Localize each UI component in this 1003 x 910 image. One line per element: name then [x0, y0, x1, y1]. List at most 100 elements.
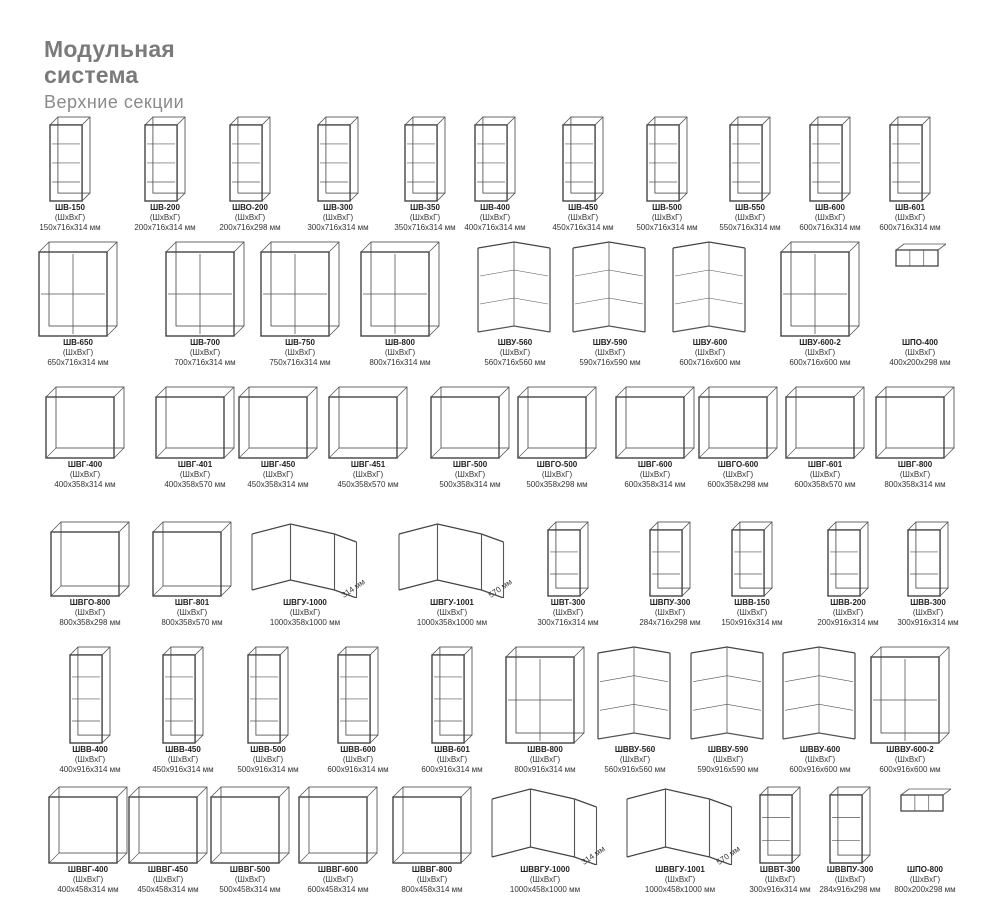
- cabinet-code: ШВВГУ-1000: [520, 865, 570, 874]
- cabinet-drawing: [48, 786, 128, 864]
- dimension-order-label: (ШхВхГ): [804, 348, 836, 357]
- cabinet-dimensions: 600х916х600 мм: [789, 765, 851, 774]
- cabinet-item: ШВВ-600(ШхВхГ)600х916х314 мм: [319, 645, 397, 775]
- dimension-order-label: (ШхВхГ): [894, 213, 926, 222]
- cabinet-item: ШВВ-500(ШхВхГ)500х916х314 мм: [229, 645, 307, 775]
- cabinet-dimensions: 560х716х560 мм: [484, 358, 546, 367]
- cabinet-code: ШВ-650: [63, 338, 93, 347]
- dimension-order-label: (ШхВхГ): [654, 608, 686, 617]
- dimension-order-label: (ШхВхГ): [804, 755, 836, 764]
- cabinet-drawing: [626, 788, 733, 865]
- dimension-order-label: (ШхВхГ): [814, 213, 846, 222]
- cabinet-dimensions: 560х916х560 мм: [604, 765, 666, 774]
- cabinet-code: ШВ-800: [385, 338, 415, 347]
- dimension-order-label: (ШхВхГ): [69, 470, 101, 479]
- dimension-order-label: (ШхВхГ): [252, 755, 284, 764]
- cabinet-drawing: [298, 786, 378, 864]
- cabinet-dimensions: 800х200х298 мм: [894, 885, 956, 894]
- dimension-order-label: (ШхВхГ): [552, 608, 584, 617]
- cabinet-drawing: [128, 786, 208, 864]
- cabinet-item: ШВГ-500(ШхВхГ)500х358х314 мм: [429, 385, 511, 490]
- cabinet-item: ШВВГ-800(ШхВхГ)800х458х314 мм: [391, 785, 473, 895]
- cabinet-drawing: [698, 386, 778, 459]
- cabinet-dimensions: 800х358х570 мм: [161, 618, 223, 627]
- cabinet-code: ШВ-450: [568, 203, 598, 212]
- cabinet-drawing: [49, 116, 91, 202]
- cabinet-code: ШПО-400: [901, 338, 939, 347]
- cabinet-dimensions: 750х716х314 мм: [269, 358, 331, 367]
- cabinet-drawing: [615, 386, 695, 459]
- cabinet-dimensions: 600х716х314 мм: [879, 223, 941, 232]
- cabinet-drawing: [809, 116, 851, 202]
- cabinet-dimensions: 300х716х314 мм: [307, 223, 369, 232]
- dimension-order-label: (ШхВхГ): [764, 875, 796, 884]
- cabinet-item: ШВУ-600(ШхВхГ)600х716х600 мм: [669, 240, 751, 368]
- cabinet-item: ШВВГ-500(ШхВхГ)500х458х314 мм: [209, 785, 291, 895]
- cabinet-dimensions: 1000х458х1000 мм: [644, 885, 716, 894]
- cabinet-item: ШВГ-601(ШхВхГ)600х358х570 мм: [784, 385, 866, 490]
- cabinet-item: ШВВ-800(ШхВхГ)800х916х314 мм: [504, 645, 586, 775]
- cabinet-drawing: [69, 646, 111, 744]
- cabinet-item: ШВГ-600(ШхВхГ)600х358х314 мм: [614, 385, 696, 490]
- dimension-order-label: (ШхВхГ): [834, 875, 866, 884]
- cabinet-dimensions: 284х716х298 мм: [639, 618, 701, 627]
- cabinet-code: ШВО-200: [232, 203, 268, 212]
- cabinet-code: ШВВУ-600-2: [886, 745, 934, 754]
- cabinet-code: ШВПУ-300: [649, 598, 691, 607]
- dimension-order-label: (ШхВхГ): [722, 470, 754, 479]
- cabinet-drawing: [827, 521, 869, 597]
- cabinet-item: ШВВПУ-300(ШхВхГ)284х916х298 мм: [811, 785, 889, 895]
- cabinet-drawing: [229, 116, 271, 202]
- dimension-order-label: (ШхВхГ): [619, 755, 651, 764]
- dimension-order-label: (ШхВхГ): [694, 348, 726, 357]
- cabinet-dimensions: 400х358х570 мм: [164, 480, 226, 489]
- cabinet-drawing: [505, 646, 585, 744]
- cabinet-dimensions: 600х358х570 мм: [794, 480, 856, 489]
- cabinet-code: ШВУ-600-2: [799, 338, 841, 347]
- cabinet-drawing: [210, 786, 290, 864]
- dimension-order-label: (ШхВхГ): [54, 213, 86, 222]
- cabinet-code: ШВВГУ-1001: [655, 865, 705, 874]
- cabinet-code: ШВУ-590: [592, 338, 628, 347]
- cabinet-dimensions: 450х358х314 мм: [247, 480, 309, 489]
- cabinet-drawing: [562, 116, 604, 202]
- cabinet-dimensions: 200х716х314 мм: [134, 223, 196, 232]
- cabinet-code: ШВВГ-500: [229, 865, 271, 874]
- cabinet-drawing: [759, 786, 801, 864]
- cabinet-drawing: [672, 241, 746, 333]
- dimension-order-label: (ШхВхГ): [454, 470, 486, 479]
- cabinet-drawing: [360, 241, 440, 337]
- cabinet-code: ШВТ-300: [550, 598, 586, 607]
- dimension-order-label: (ШхВхГ): [289, 608, 321, 617]
- cabinet-code: ШВ-601: [895, 203, 925, 212]
- cabinet-code: ШВВ-300: [910, 598, 946, 607]
- cabinet-dimensions: 590х716х590 мм: [579, 358, 641, 367]
- cabinet-code: ШВГ-601: [807, 460, 843, 469]
- cabinet-code: ШВ-150: [55, 203, 85, 212]
- cabinet-item: ШВГО-800(ШхВхГ)800х358х298 мм: [49, 520, 131, 628]
- cabinet-code: ШВГО-600: [717, 460, 759, 469]
- cabinet-code: ШВ-600: [815, 203, 845, 212]
- cabinet-dimensions: 450х458х314 мм: [137, 885, 199, 894]
- cabinet-item: ШПО-400(ШхВхГ)400х200х298 мм: [881, 240, 959, 368]
- cabinet-item: ШВВ-300(ШхВхГ)300х916х314 мм: [889, 520, 967, 628]
- dimension-order-label: (ШхВхГ): [499, 348, 531, 357]
- dimension-order-label: (ШхВхГ): [284, 348, 316, 357]
- cabinet-item: ШВВГ-600(ШхВхГ)600х458х314 мм: [297, 785, 379, 895]
- cabinet-drawing: [238, 386, 318, 459]
- cabinet-code: ШВВ-150: [734, 598, 770, 607]
- cabinet-item: ШВГ-801(ШхВхГ)800х358х570 мм: [151, 520, 233, 628]
- dimension-order-label: (ШхВхГ): [664, 875, 696, 884]
- cabinet-code: ШВГ-450: [260, 460, 296, 469]
- cabinet-item: ШВГУ-1001(ШхВхГ)1000х358х1000 мм: [397, 520, 507, 628]
- dimension-order-label: (ШхВхГ): [436, 608, 468, 617]
- cabinet-code: ШВ-550: [735, 203, 765, 212]
- dimension-order-label: (ШхВхГ): [322, 875, 354, 884]
- cabinet-dimensions: 600х916х314 мм: [327, 765, 389, 774]
- cabinet-item: ШВВ-200(ШхВхГ)200х916х314 мм: [809, 520, 887, 628]
- dimension-order-label: (ШхВхГ): [904, 348, 936, 357]
- cabinet-item: ШВТ-300(ШхВхГ)300х716х314 мм: [529, 520, 607, 628]
- cabinet-drawing: [45, 386, 125, 459]
- cabinet-code: ШВ-500: [652, 203, 682, 212]
